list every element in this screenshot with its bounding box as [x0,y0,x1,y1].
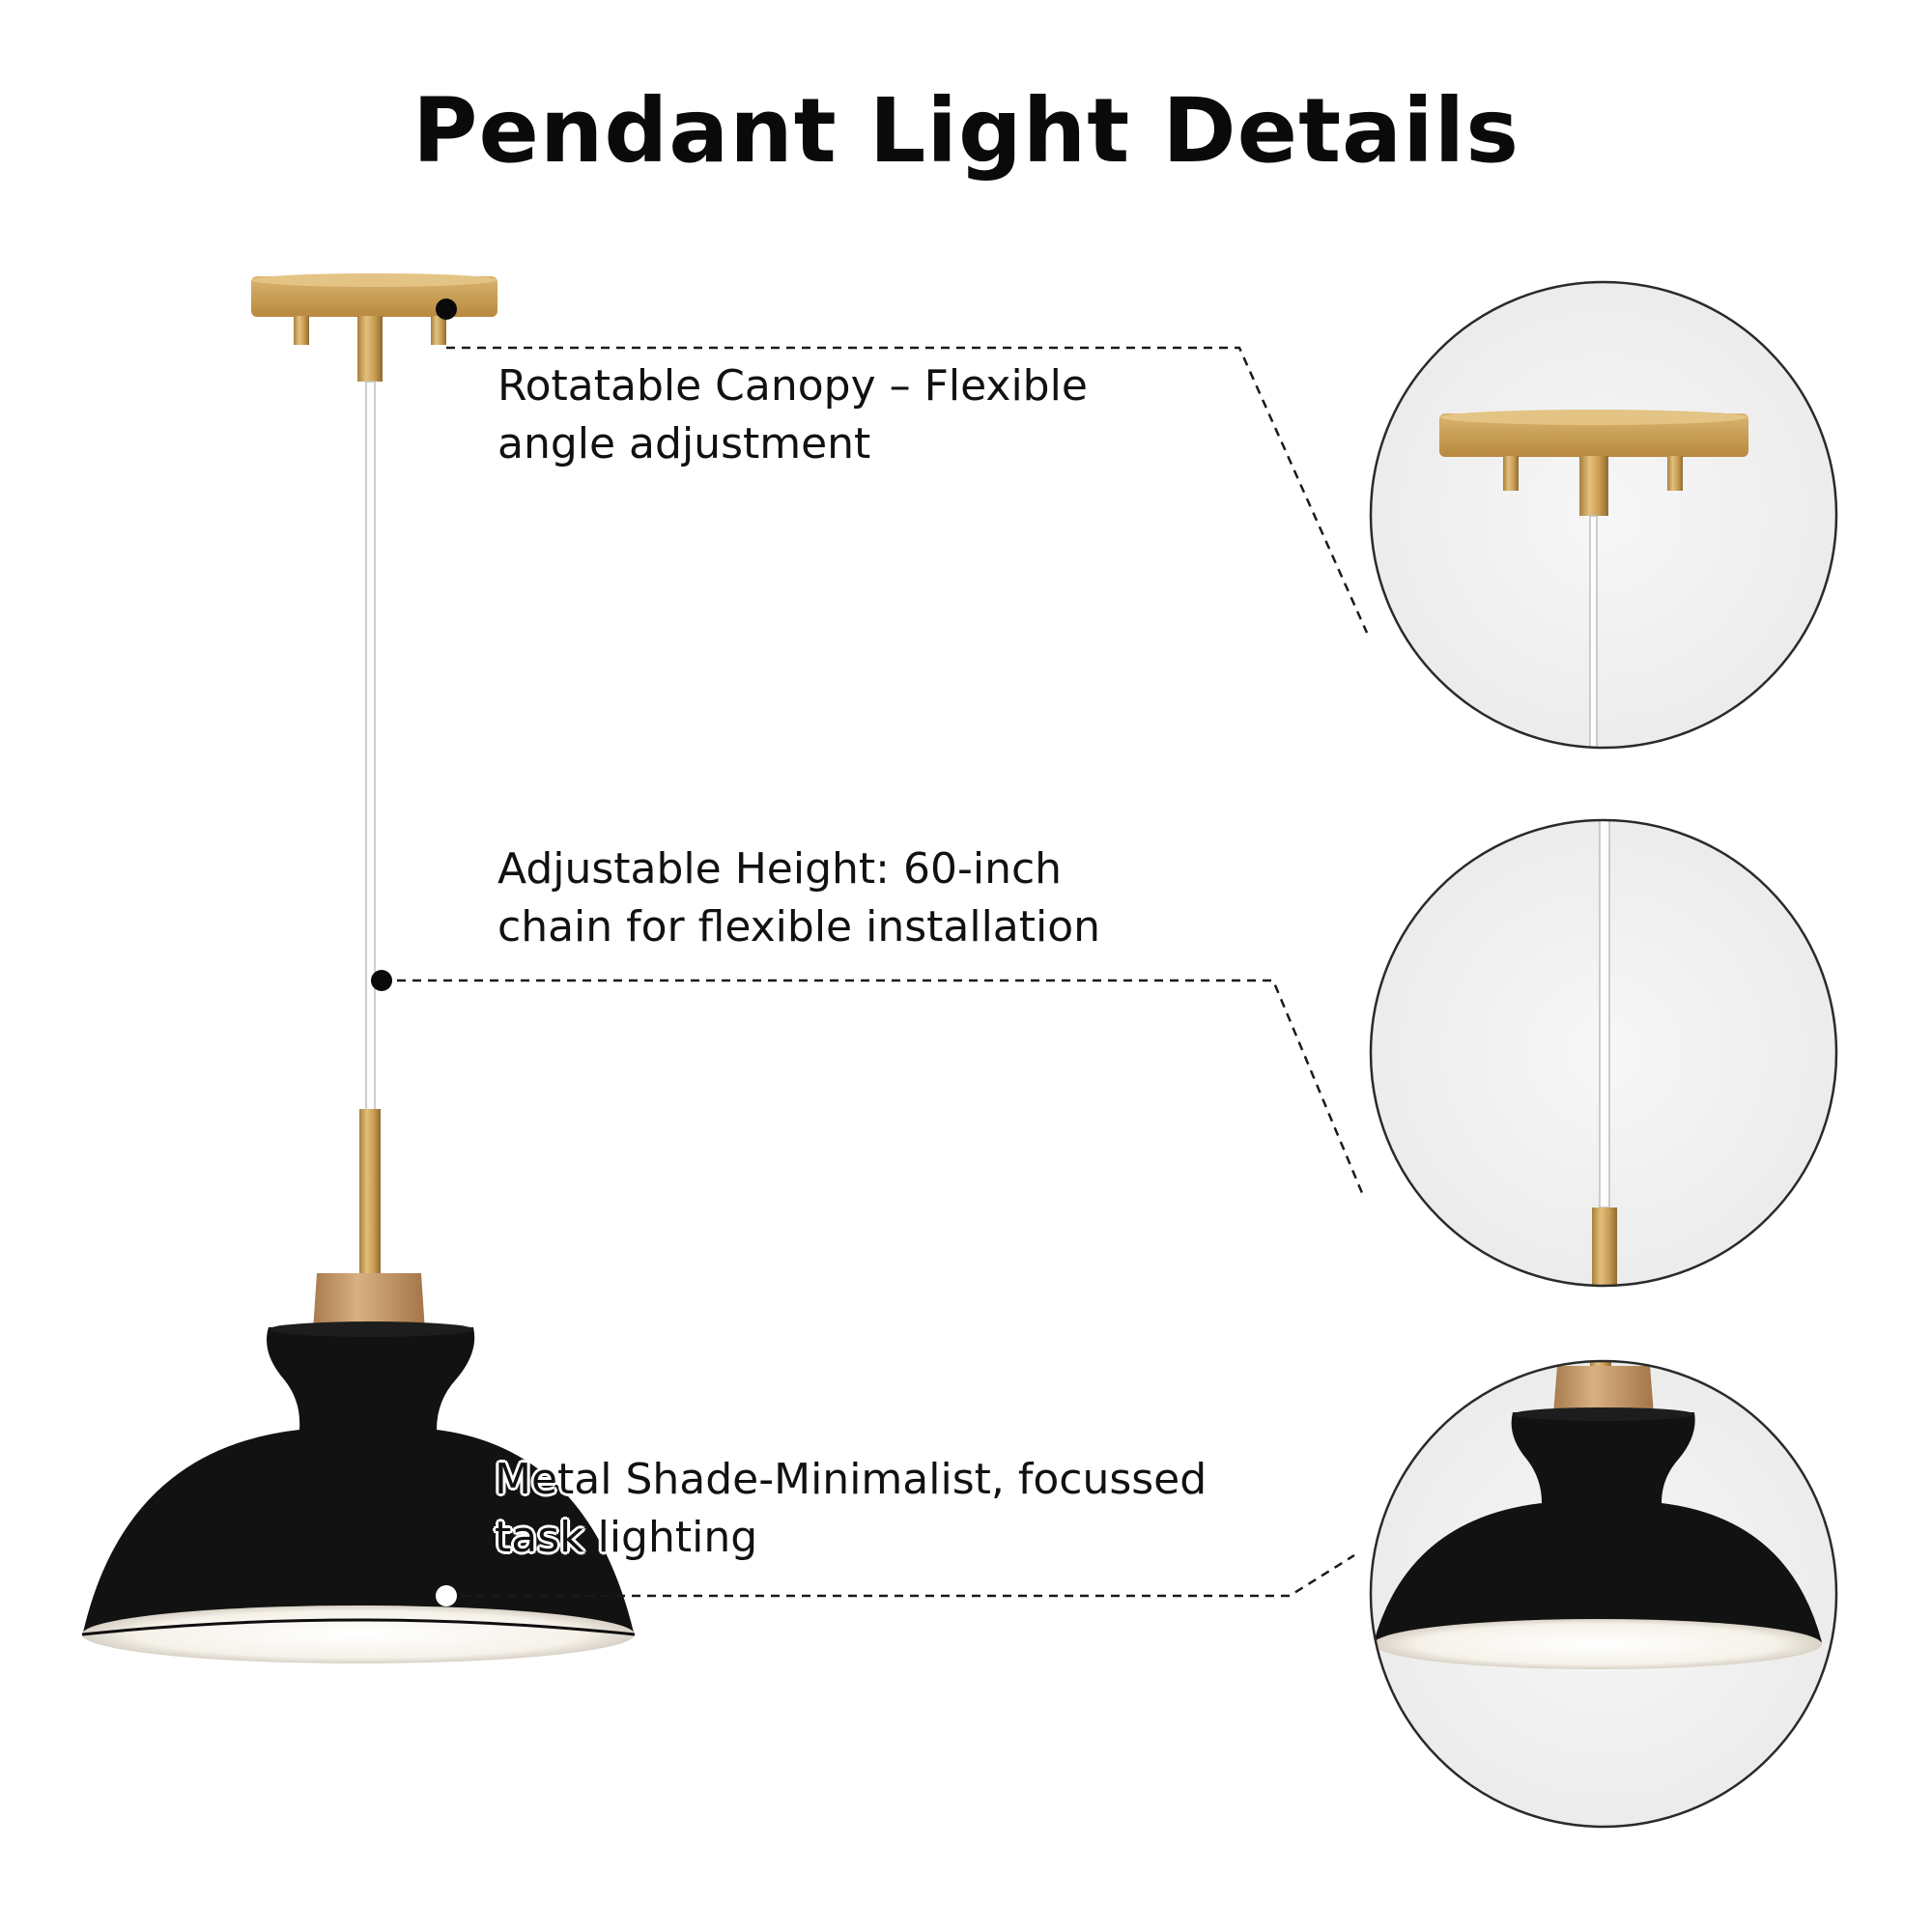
callout-height-line-2: chain for flexible installation [497,902,1101,952]
wood-collar [313,1273,425,1331]
page-title: Pendant Light Details [412,79,1520,183]
canopy-marker-dot [436,298,457,320]
callout-canopy-line-1: Rotatable Canopy – Flexible [497,361,1088,411]
shade-marker-dot [436,1585,457,1606]
canopy-leader-line [446,346,1369,634]
callout-height-line-1: Adjustable Height: 60-inch [497,844,1063,894]
callout-metal-shade: Metal Shade-Minimalist, focussed task li… [495,1451,1207,1567]
suspension-cord [365,381,376,1112]
callout-canopy-line-2: angle adjustment [497,419,871,469]
height-leader-line [382,979,1364,1194]
callout-shade-line-1: Metal Shade-Minimalist, focussed [495,1455,1208,1504]
main-pendant-light [81,273,636,1663]
leader-lines [382,346,1369,1598]
zoom-circle-canopy [1369,280,1838,750]
callout-adjustable-height: Adjustable Height: 60-inch chain for fle… [497,840,1100,956]
callout-shade-line-2: task lighting [495,1513,758,1562]
ceiling-canopy [251,273,497,382]
metal-shade [81,1321,636,1663]
zoom-circle-cord [1369,818,1838,1288]
callout-rotatable-canopy: Rotatable Canopy – Flexible angle adjust… [497,357,1088,473]
zoom-circle-shade [1369,1359,1838,1829]
shade-leader-line [446,1553,1355,1598]
height-marker-dot [371,970,392,991]
brass-stem [359,1109,381,1273]
